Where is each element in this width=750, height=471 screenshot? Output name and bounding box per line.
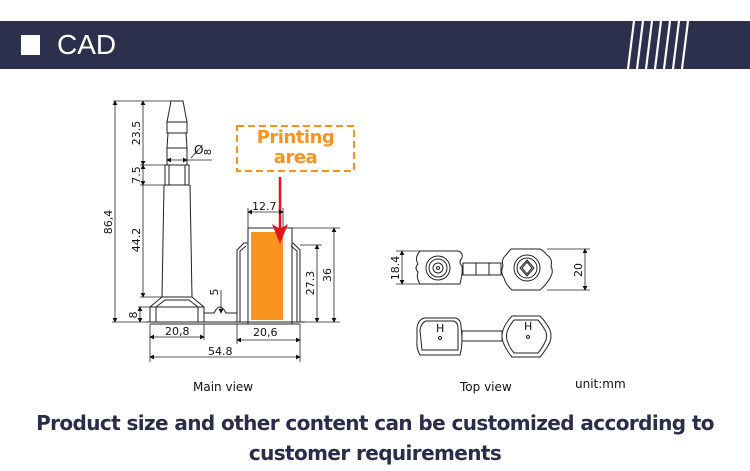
dim-diameter-symbol: Ø — [194, 143, 204, 157]
printing-area-line1: Printing — [256, 127, 335, 148]
dim-insert-width: 12.7 — [252, 200, 277, 213]
main-view-label: Main view — [193, 380, 254, 394]
dim-tip-height: 23.5 — [130, 121, 143, 146]
top-view-mark-h-left: H — [436, 322, 445, 335]
dim-top-left-height: 18.4 — [389, 256, 402, 281]
section-title: CAD — [57, 29, 117, 60]
top-view-dimension-lines — [396, 248, 590, 291]
seal-body-outline — [236, 227, 301, 325]
top-view-mark-h-right: H — [524, 320, 533, 333]
printing-area-arrowhead — [272, 224, 288, 244]
dim-overall-width: 54.8 — [208, 345, 233, 358]
dim-base-height: 8 — [127, 312, 140, 319]
diagonal-stripes-decoration — [626, 21, 690, 69]
square-bullet-icon — [21, 35, 40, 55]
printing-area-frame — [236, 125, 355, 172]
bolt-pin-outline — [146, 100, 305, 325]
dim-overall-height: 86,4 — [102, 210, 115, 235]
dim-diameter-value: 8 — [203, 149, 214, 155]
printing-area-label: Printing area — [237, 128, 354, 168]
unit-label: unit:mm — [575, 377, 626, 391]
dim-top-right-height: 20 — [572, 263, 585, 277]
footer-caption-line2: customer requirements — [248, 441, 502, 465]
top-view-label: Top view — [460, 380, 512, 394]
main-view-dimension-lines — [112, 100, 340, 362]
footer-caption-line1: Product size and other content can be cu… — [36, 411, 714, 435]
printing-area-fill — [251, 232, 283, 320]
dim-inner-height: 27.3 — [304, 271, 317, 296]
section-header-banner: CAD — [0, 21, 750, 69]
dim-body-width: 20,6 — [253, 326, 278, 339]
top-view-upper-outline — [415, 248, 553, 291]
top-view-lower-outline — [416, 315, 552, 358]
dim-pin-base-width: 20,8 — [165, 325, 190, 338]
dim-body-height: 36 — [321, 268, 334, 282]
dim-link-height: 5 — [208, 289, 221, 296]
dim-collar-height: 7.5 — [130, 166, 143, 184]
dim-shaft-height: 44.2 — [130, 228, 143, 253]
printing-area-line2: area — [273, 147, 318, 168]
